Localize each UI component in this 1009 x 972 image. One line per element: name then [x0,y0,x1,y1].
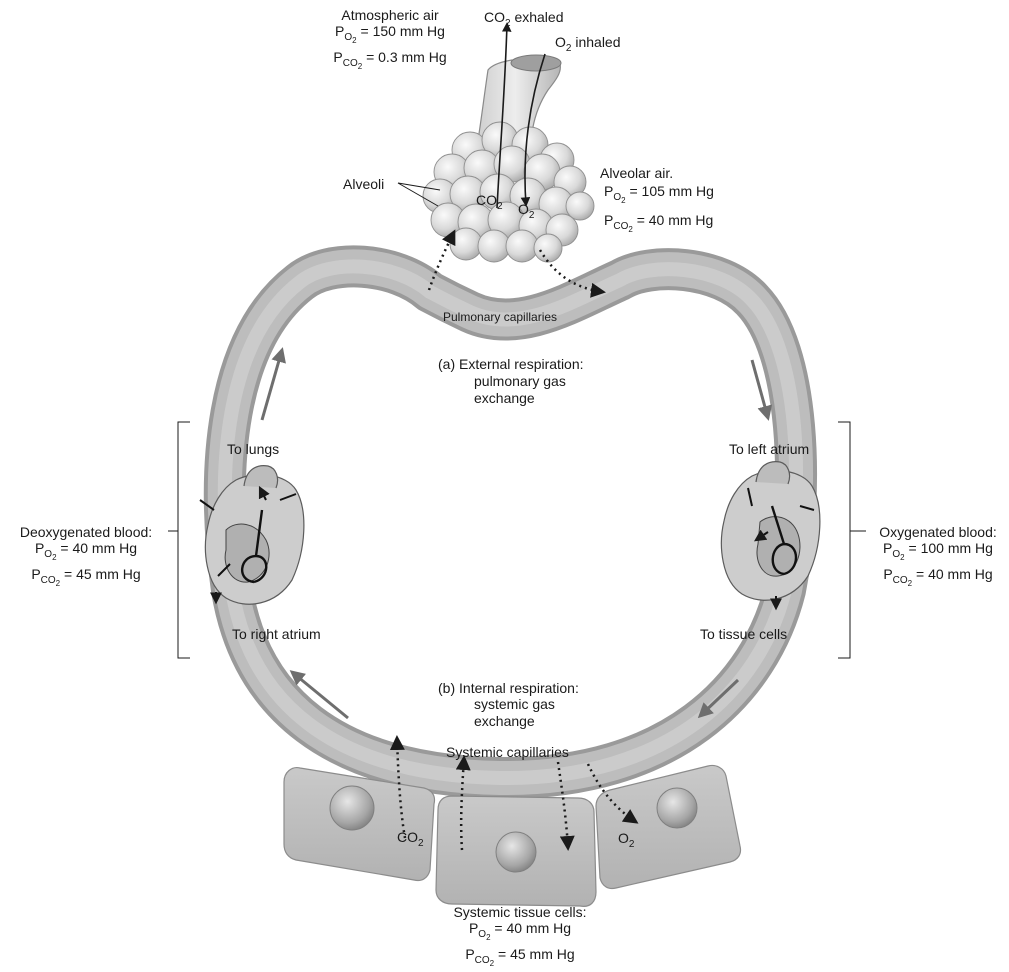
alveolus [478,230,510,262]
oxygenated-bracket [838,422,850,658]
internal-letter: (b) [438,680,455,696]
to-left-atrium-label: To left atrium [729,441,809,457]
deoxygenated-bracket [178,422,190,658]
alveoli-co2-label: CO2 [476,192,503,215]
deoxygenated-pco2: PCO2 = 45 mm Hg [6,566,166,592]
alveolus [534,234,562,262]
oxygenated-po2: PO2 = 100 mm Hg [868,540,1008,566]
external-line2: pulmonary gas [474,373,566,389]
internal-line1: Internal respiration: [459,680,579,696]
external-line3: exchange [474,390,535,406]
to-right-atrium-label: To right atrium [232,626,321,642]
alveoli-o2-label: O2 [518,201,534,224]
to-lungs-label: To lungs [227,441,279,457]
alveolus [506,230,538,262]
oxygenated-pco2: PCO2 = 40 mm Hg [868,566,1008,592]
atmospheric-pco2: PCO2 = 0.3 mm Hg [310,49,470,75]
atmospheric-air-block: Atmospheric air PO2 = 150 mm Hg PCO2 = 0… [310,7,470,75]
internal-line2: systemic gas [474,696,555,712]
deoxygenated-po2: PO2 = 40 mm Hg [6,540,166,566]
o2-inhaled-label: O2 inhaled [555,34,621,57]
systemic-tissue-cells-block: Systemic tissue cells: PO2 = 40 mm Hg PC… [440,904,600,972]
alveoli-cluster [423,122,594,262]
alveolar-air-title: Alveolar air. [600,165,714,181]
tissue-co2-label: CO2 [397,829,424,852]
systemic-capillaries-label: Systemic capillaries [446,744,569,760]
atmospheric-po2: PO2 = 150 mm Hg [310,23,470,49]
external-respiration-block: (a) External respiration: [438,356,584,372]
alveolus [450,228,482,260]
pulmonary-capillaries-label: Pulmonary capillaries [443,309,557,325]
tissue-cell-middle [436,796,596,906]
deoxygenated-blood-block: Deoxygenated blood: PO2 = 40 mm Hg PCO2 … [6,524,166,592]
external-line1: External respiration: [459,356,584,372]
alveolar-air-block: Alveolar air. PO2 = 105 mm Hg PCO2 = 40 … [600,165,714,238]
alveolar-po2: PO2 = 105 mm Hg [604,183,714,209]
external-letter: (a) [438,356,455,372]
atmospheric-air-title: Atmospheric air [310,7,470,23]
deoxygenated-title: Deoxygenated blood: [6,524,166,540]
internal-line3: exchange [474,713,535,729]
alveoli-label: Alveoli [343,176,384,192]
internal-respiration-block: (b) Internal respiration: [438,680,579,696]
tissue-po2: PO2 = 40 mm Hg [440,920,600,946]
tissue-pco2: PCO2 = 45 mm Hg [440,946,600,972]
oxygenated-blood-block: Oxygenated blood: PO2 = 100 mm Hg PCO2 =… [868,524,1008,592]
co2-exhaled-label: CO2 exhaled [484,9,564,32]
tissue-title: Systemic tissue cells: [440,904,600,920]
tissue-o2-label: O2 [618,830,634,853]
oxygenated-title: Oxygenated blood: [868,524,1008,540]
to-tissue-cells-label: To tissue cells [700,626,787,642]
alveolar-pco2: PCO2 = 40 mm Hg [604,212,714,238]
